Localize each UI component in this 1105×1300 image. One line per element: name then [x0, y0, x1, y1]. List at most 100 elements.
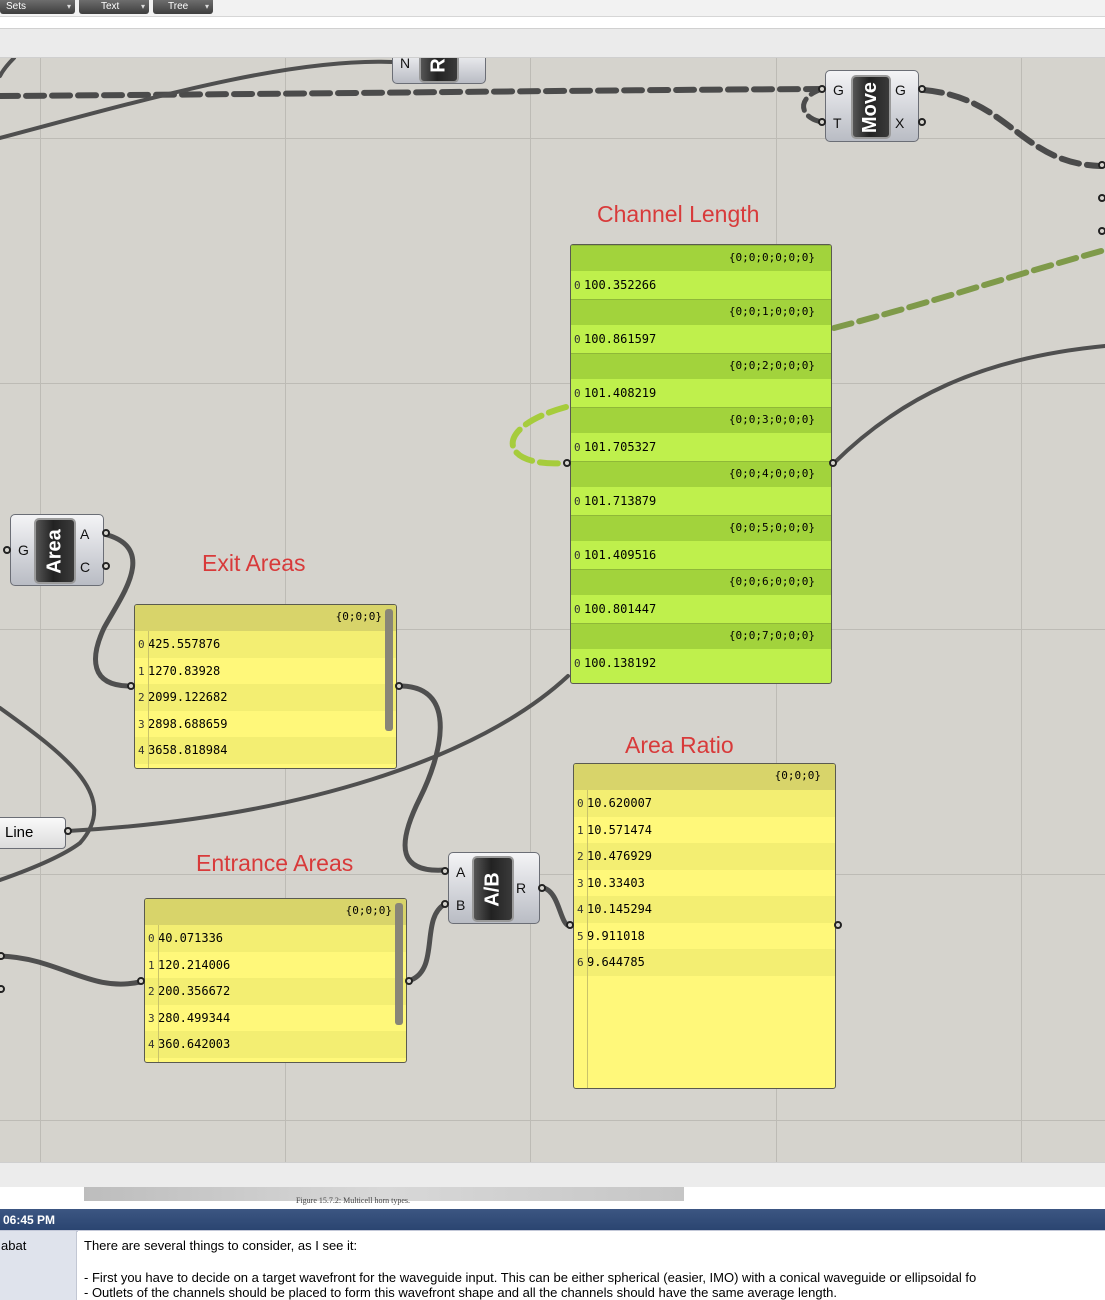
panel-scrollbar[interactable] [385, 609, 393, 731]
line-parameter[interactable]: Line [0, 817, 66, 849]
status-bar [0, 1162, 1105, 1187]
input-grip[interactable] [441, 900, 449, 908]
c-output-label: C [80, 559, 91, 575]
dashed-wire [801, 86, 825, 125]
r-component-core: R [419, 58, 459, 83]
area-component[interactable]: G Area A C [10, 514, 104, 586]
row-value: 1270.83928 [148, 663, 221, 678]
dropdown-arrow-icon: ▾ [204, 2, 209, 11]
input-grip[interactable] [3, 546, 11, 554]
output-grip[interactable] [102, 529, 110, 537]
post-author[interactable]: abat [1, 1238, 27, 1253]
row-value: 425.557876 [148, 637, 221, 651]
row-value: 120.214006 [158, 957, 231, 972]
move-core-label: Move [859, 81, 882, 133]
row-value: 101.705327 [584, 440, 657, 454]
g-input-label: G [18, 542, 29, 558]
output-grip[interactable] [0, 952, 5, 960]
row-index: 3 [148, 1011, 155, 1025]
row-index: 4 [148, 1038, 155, 1051]
output-grip[interactable] [538, 884, 546, 892]
toolbar-spacer [0, 17, 1105, 28]
wire [832, 344, 1105, 465]
output-grip[interactable] [0, 985, 5, 993]
wires-layer [0, 58, 1105, 987]
row-index: 0 [574, 279, 581, 292]
input-grip[interactable] [1098, 194, 1105, 202]
wire [408, 901, 448, 983]
t-input-label: T [833, 115, 842, 131]
row-index: 0 [138, 638, 145, 651]
row-value: 10.145294 [587, 902, 653, 916]
branch-path-header: {0;0;0;0;0;0} [571, 245, 831, 271]
wire [66, 674, 570, 833]
input-grip[interactable] [818, 118, 826, 126]
tree-label: Tree [168, 1, 189, 12]
output-grip[interactable] [64, 827, 72, 835]
wire [541, 885, 573, 929]
area-ratio-label: Area Ratio [625, 732, 734, 758]
row-value: 360.642003 [158, 1037, 231, 1051]
output-grip[interactable] [829, 459, 837, 467]
input-grip[interactable] [563, 459, 571, 467]
panel-scrollbar[interactable] [395, 903, 403, 1025]
row-value: 100.861597 [584, 332, 657, 346]
output-grip[interactable] [918, 118, 926, 126]
tree-dropdown-button[interactable]: Tree ▾ [153, 0, 213, 14]
message-line: - First you have to decide on a target w… [84, 1270, 977, 1285]
output-grip[interactable] [395, 682, 403, 690]
sets-dropdown-button[interactable]: Sets▾ [0, 0, 75, 14]
branch-path-header: {0;0;5;0;0;0} [571, 515, 831, 541]
wire [0, 706, 97, 882]
input-grip[interactable] [441, 867, 449, 875]
canvas-toolbar [0, 28, 1105, 58]
move-core: Move [851, 75, 891, 139]
message-line: - Outlets of the channels should be plac… [84, 1285, 838, 1300]
input-grip[interactable] [1098, 227, 1105, 235]
row-value: 100.801447 [584, 602, 657, 616]
input-grip[interactable] [137, 977, 145, 985]
move-component[interactable]: G T Move G X [825, 70, 919, 142]
grid-line [1021, 58, 1022, 1162]
grid-line [0, 629, 1105, 630]
panel-index-divider [148, 631, 149, 768]
row-index: 4 [577, 903, 584, 916]
output-grip[interactable] [918, 85, 926, 93]
text-label: Text [101, 1, 120, 12]
output-grip[interactable] [834, 921, 842, 929]
entrance-areas-label: Entrance Areas [196, 850, 354, 876]
division-core: A/B [472, 856, 514, 922]
text-dropdown-button[interactable]: Text▾ [79, 0, 149, 14]
input-grip[interactable] [818, 85, 826, 93]
input-grip[interactable] [127, 682, 135, 690]
grid-line [40, 58, 41, 1162]
output-grip[interactable] [102, 562, 110, 570]
row-index: 0 [574, 549, 581, 562]
exit-areas-label: Exit Areas [202, 550, 306, 576]
input-grip[interactable] [1098, 161, 1105, 169]
division-component[interactable]: A B A/B R [448, 852, 540, 924]
r-component[interactable]: N R [392, 58, 486, 84]
dashed-wire [0, 86, 825, 99]
row-value: 10.33403 [587, 875, 645, 890]
grasshopper-canvas[interactable]: N R G T Move G X Channel Length {0;0;0;0… [0, 58, 1105, 1162]
row-index: 0 [574, 495, 581, 508]
output-grip[interactable] [405, 977, 413, 985]
r-core-label: R [427, 58, 450, 73]
branch-path-header: {0;0;7;0;0;0} [571, 623, 831, 649]
input-grip[interactable] [566, 921, 574, 929]
row-value: 10.620007 [587, 796, 653, 810]
